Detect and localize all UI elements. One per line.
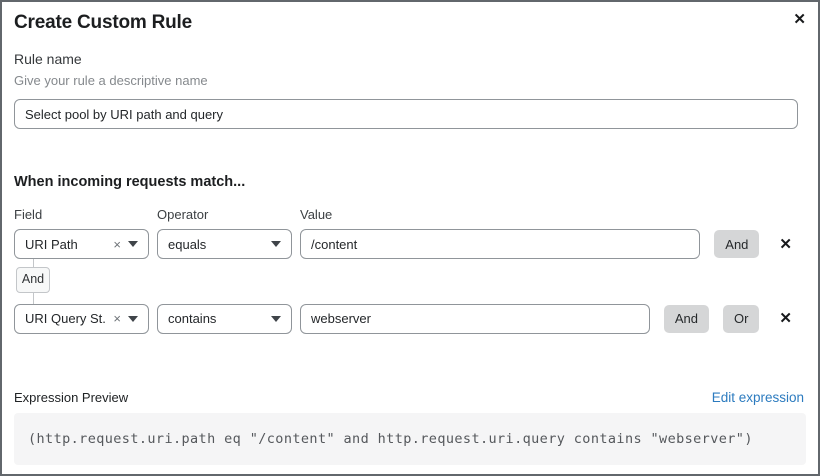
field-column-label: Field <box>14 207 43 222</box>
chevron-down-icon <box>271 241 281 247</box>
expression-preview-section: Expression Preview Edit expression (http… <box>14 390 806 465</box>
clear-selection-icon[interactable]: × <box>113 311 121 327</box>
rule-name-input[interactable] <box>14 99 799 129</box>
match-heading: When incoming requests match... <box>14 174 246 190</box>
operator-select-value: contains <box>168 311 217 327</box>
edit-expression-link[interactable]: Edit expression <box>711 389 804 405</box>
and-button[interactable]: And <box>714 230 760 258</box>
rule-name-label: Rule name <box>14 51 82 67</box>
operator-select[interactable]: contains <box>157 303 292 334</box>
expression-preview-label: Expression Preview <box>14 389 129 405</box>
and-connector: And <box>15 259 51 304</box>
connector-line-bottom <box>32 292 34 304</box>
field-select-value: URI Query St... <box>25 311 107 327</box>
rule-name-section: Rule name Give your rule a descriptive n… <box>14 51 806 129</box>
connector-line-top <box>32 259 34 267</box>
column-labels: Field Operator Value <box>14 207 806 222</box>
chevron-down-icon <box>271 315 281 322</box>
remove-condition-icon[interactable]: ✕ <box>779 235 792 253</box>
condition-row-1: URI Path × equals And ✕ <box>14 229 806 259</box>
dialog-title: Create Custom Rule <box>14 12 192 33</box>
chevron-down-icon <box>128 241 138 247</box>
clear-selection-icon[interactable]: × <box>113 236 121 252</box>
condition-value-input[interactable] <box>300 229 701 259</box>
close-icon[interactable]: ✕ <box>790 9 809 30</box>
operator-column-label: Operator <box>157 207 209 222</box>
rule-name-helper: Give your rule a descriptive name <box>14 73 208 88</box>
expression-preview-header: Expression Preview Edit expression <box>14 390 806 405</box>
operator-select[interactable]: equals <box>157 229 292 259</box>
condition-row-2: URI Query St... × contains And Or ✕ <box>14 303 806 334</box>
value-column-label: Value <box>300 207 333 222</box>
condition-value-input[interactable] <box>300 303 650 334</box>
field-select[interactable]: URI Path × <box>14 229 149 259</box>
chevron-down-icon <box>128 315 138 322</box>
or-button[interactable]: Or <box>722 304 760 333</box>
and-button[interactable]: And <box>663 304 709 333</box>
field-select[interactable]: URI Query St... × <box>14 303 149 334</box>
expression-code: (http.request.uri.path eq "/content" and… <box>14 412 806 465</box>
match-section: When incoming requests match... Field Op… <box>14 174 806 334</box>
remove-condition-icon[interactable]: ✕ <box>779 310 792 328</box>
field-select-value: URI Path <box>25 236 78 252</box>
operator-select-value: equals <box>168 236 207 252</box>
and-connector-badge: And <box>15 267 51 293</box>
